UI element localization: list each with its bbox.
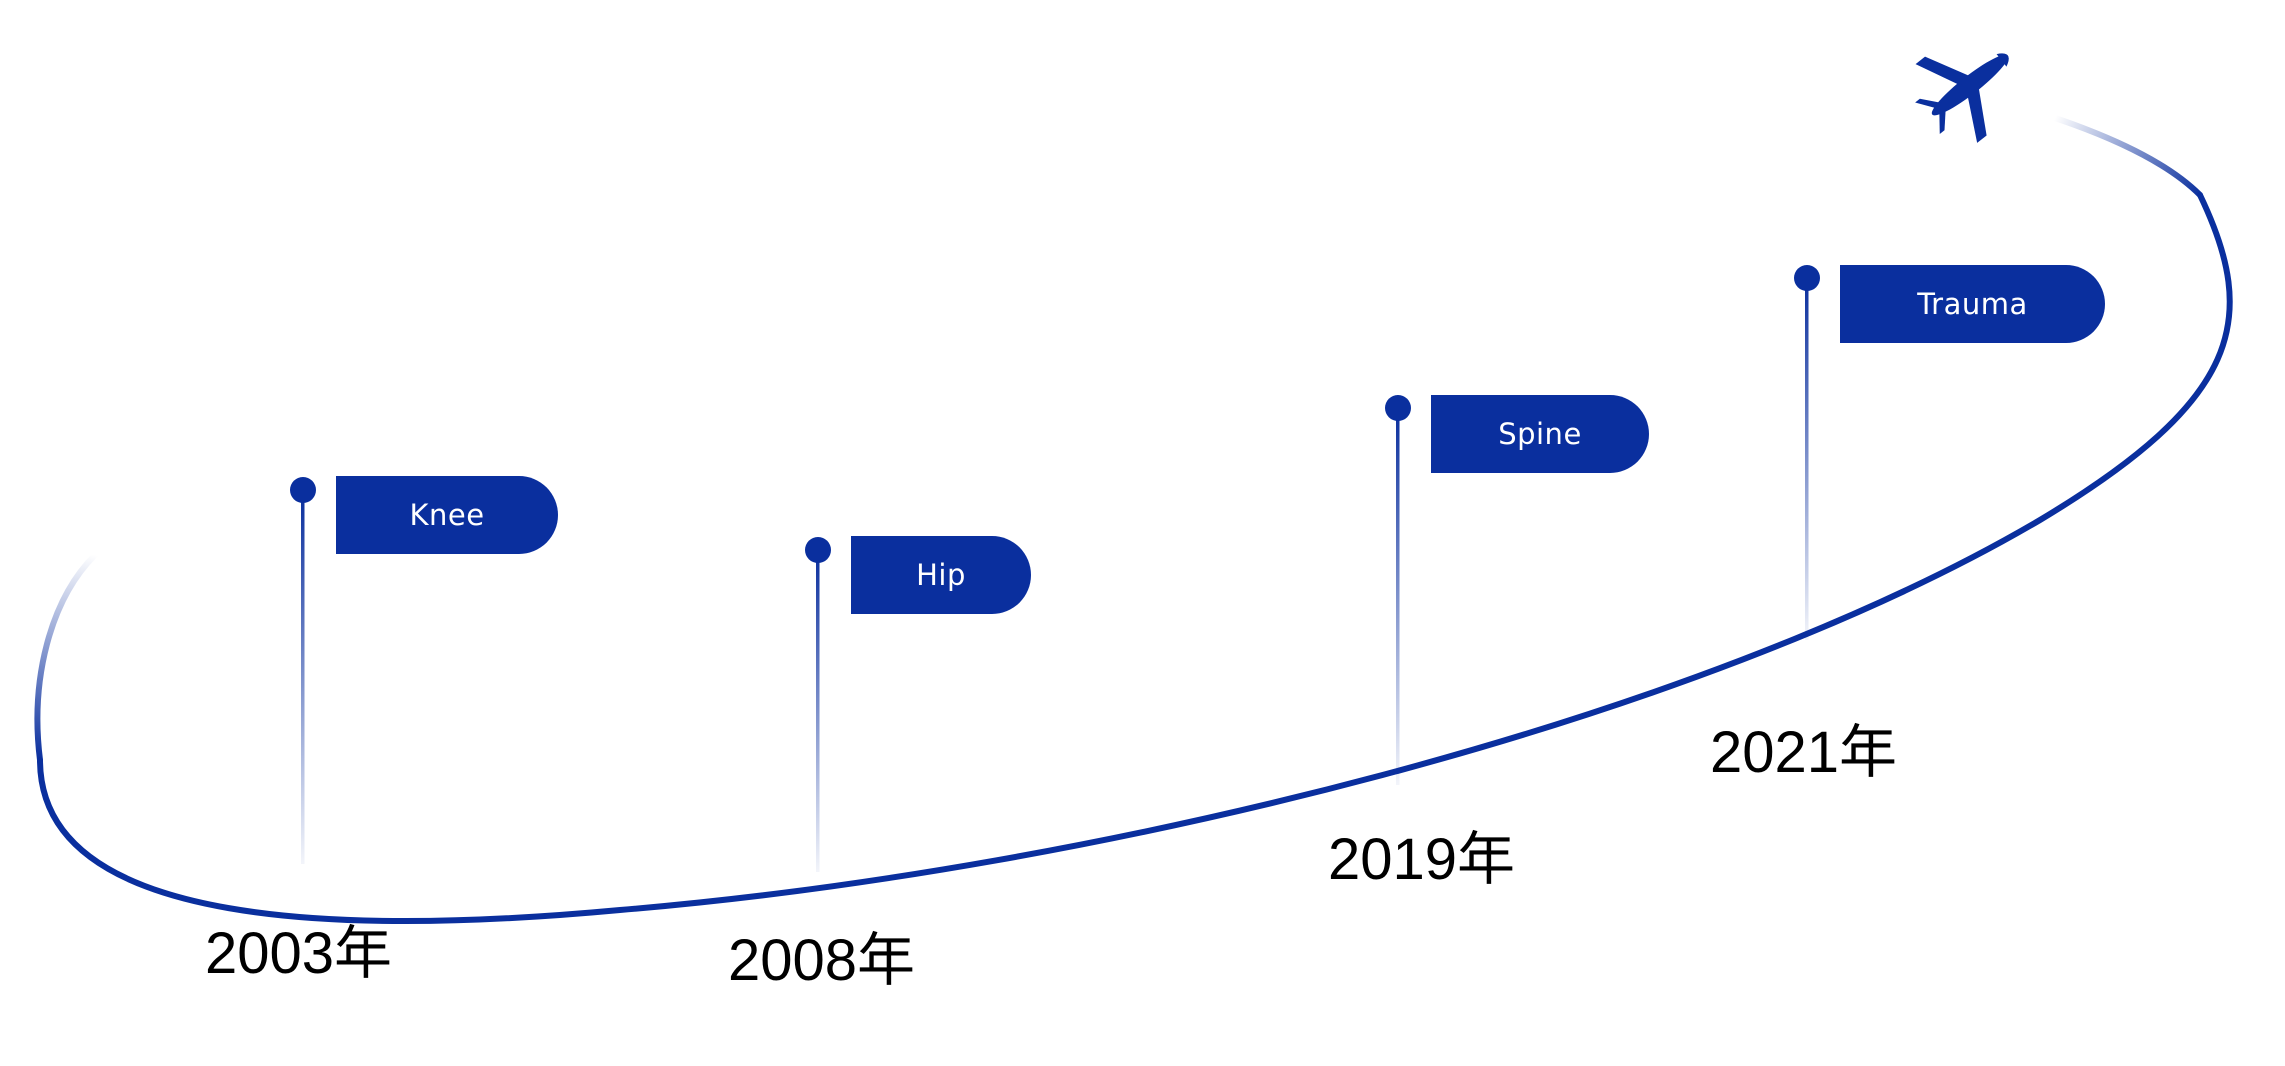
milestone-year-2003: 2003年 bbox=[205, 921, 393, 986]
orbit-path bbox=[37, 192, 2233, 925]
milestone-tag-knee: Knee bbox=[336, 476, 558, 554]
orbit-fade-right bbox=[2052, 115, 2203, 198]
milestone-pin-knee bbox=[290, 477, 316, 864]
milestone-year-2019: 2019年 bbox=[1328, 827, 1516, 892]
milestone-pin-hip bbox=[805, 537, 831, 872]
milestone-tag-hip: Hip bbox=[851, 536, 1031, 614]
milestone-tag-spine: Spine bbox=[1431, 395, 1649, 473]
milestone-pin-spine bbox=[1385, 395, 1411, 785]
milestone-tag-trauma: Trauma bbox=[1840, 265, 2105, 343]
milestone-year-2021: 2021年 bbox=[1710, 720, 1898, 785]
orbit-fade-left bbox=[34, 552, 98, 763]
airplane-icon bbox=[1915, 53, 2009, 143]
milestone-year-2008: 2008年 bbox=[728, 928, 916, 993]
milestone-pin-trauma bbox=[1794, 265, 1820, 640]
